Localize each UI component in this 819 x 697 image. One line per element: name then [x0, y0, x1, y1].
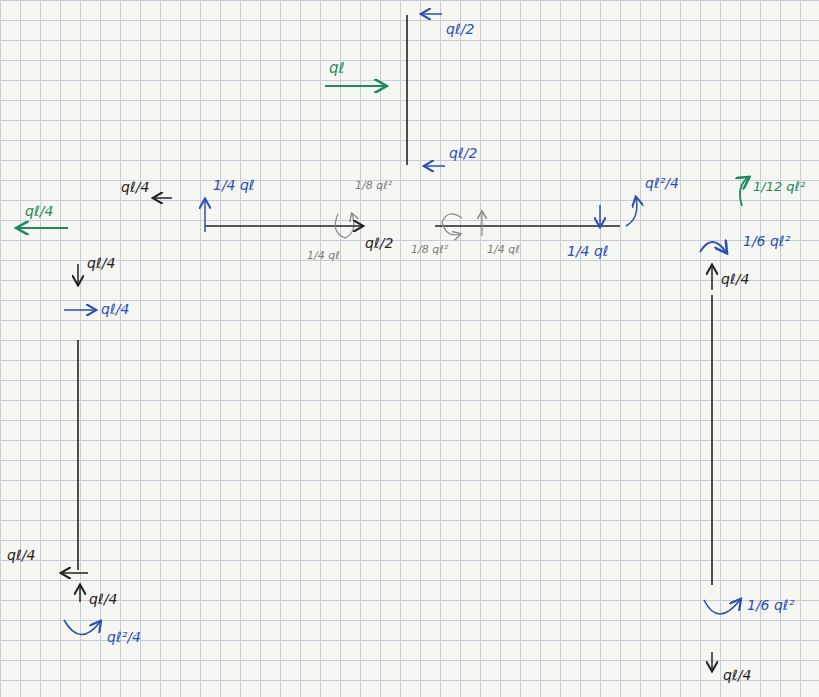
force-label: qℓ — [328, 60, 346, 77]
force-label: qℓ/2 — [445, 22, 475, 37]
force-label: qℓ²/4 — [644, 176, 680, 191]
force-label: 1/12 qℓ² — [752, 180, 806, 194]
force-label: qℓ/4 — [100, 302, 130, 317]
force-label: qℓ/4 — [88, 592, 118, 607]
force-label: 1/4 qℓ — [566, 244, 610, 259]
force-label: qℓ/2 — [364, 236, 394, 251]
force-label: qℓ/4 — [722, 668, 752, 683]
force-label: 1/8 qℓ² — [354, 180, 393, 192]
force-label: qℓ²/4 — [106, 630, 142, 645]
force-label: qℓ/2 — [448, 146, 478, 161]
force-label: 1/8 qℓ² — [410, 244, 449, 256]
force-label: 1/4 qℓ — [486, 244, 521, 256]
force-label: qℓ/4 — [720, 272, 750, 287]
force-label: qℓ/4 — [24, 204, 54, 219]
member-line — [78, 15, 712, 585]
force-label: qℓ/4 — [120, 180, 150, 195]
force-label: qℓ/4 — [6, 548, 36, 563]
force-label: 1/4 qℓ — [212, 178, 256, 193]
force-label: qℓ/4 — [86, 256, 116, 271]
force-label: 1/6 qℓ² — [742, 234, 791, 249]
force-label: 1/6 qℓ² — [746, 598, 795, 613]
force-label: 1/4 qℓ — [306, 250, 341, 262]
